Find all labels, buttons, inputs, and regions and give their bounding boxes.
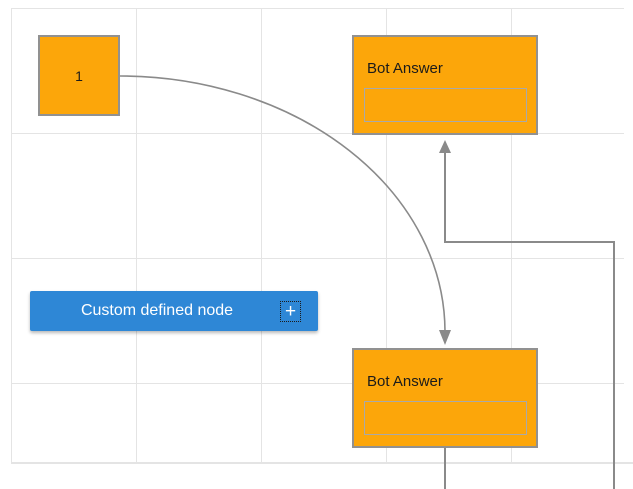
connector-start-to-bottom-bot[interactable] — [119, 75, 451, 345]
bot-answer-node-top[interactable]: Bot Answer — [352, 35, 538, 135]
start-node-label: 1 — [75, 67, 83, 84]
plus-icon: + — [284, 300, 297, 322]
bot-answer-title: Bot Answer — [367, 60, 443, 77]
arrowhead-up-icon — [439, 140, 451, 153]
custom-defined-node[interactable]: Custom defined node + — [30, 291, 318, 331]
arrowhead-down-icon — [439, 330, 451, 345]
start-node[interactable]: 1 — [38, 35, 120, 116]
grid-lines — [11, 8, 633, 464]
add-port-button[interactable]: + — [280, 301, 301, 322]
bot-answer-title: Bot Answer — [367, 373, 443, 390]
bot-answer-node-bottom[interactable]: Bot Answer — [352, 348, 538, 448]
connector-curve-line[interactable] — [119, 75, 446, 332]
bot-answer-input-box[interactable] — [364, 401, 527, 435]
connector-elbow-line[interactable] — [444, 152, 615, 489]
connector-bottom-bot-to-top-bot[interactable] — [439, 140, 615, 489]
custom-node-label: Custom defined node — [80, 302, 234, 319]
bot-answer-input-box[interactable] — [364, 88, 527, 122]
